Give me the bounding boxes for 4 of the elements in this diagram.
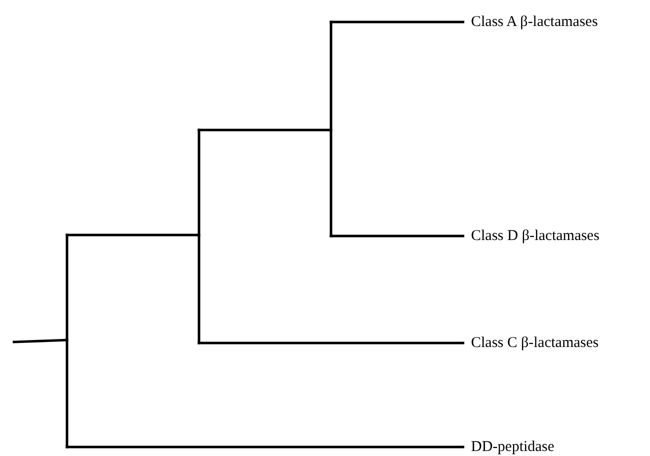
leaf-label: Class C β-lactamases bbox=[471, 334, 599, 352]
leaf-label: DD-peptidase bbox=[471, 438, 554, 456]
leaf-label: Class D β-lactamases bbox=[471, 227, 600, 245]
leaf-label: Class A β-lactamases bbox=[471, 13, 598, 31]
